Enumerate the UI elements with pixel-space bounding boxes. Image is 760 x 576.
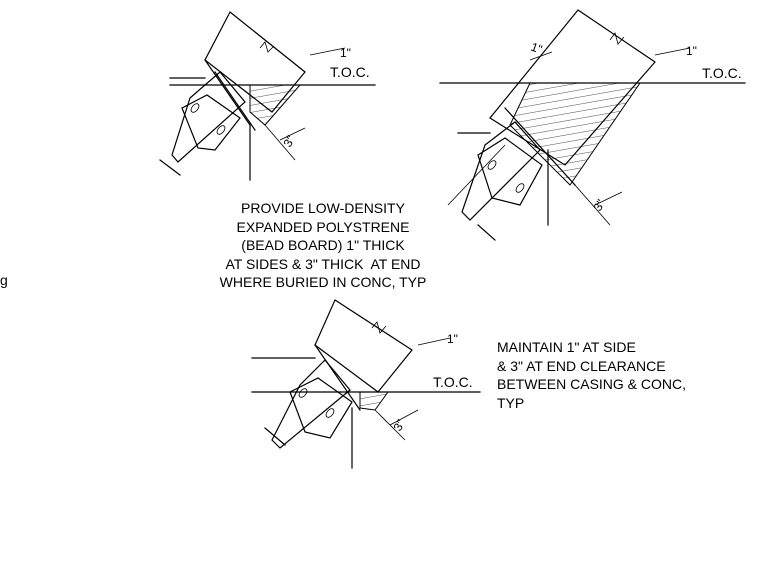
post-plate — [477, 137, 543, 206]
dim-line — [594, 191, 623, 206]
foam-hatch — [509, 82, 641, 186]
detail-2: T.O.C. 1" 1" 3" — [439, 9, 746, 241]
ground-curve — [264, 427, 286, 446]
bolt-icon — [298, 388, 308, 398]
dim-line — [279, 127, 306, 141]
detail-3: T.O.C. 1" 3" — [251, 299, 481, 469]
casing-side — [204, 59, 251, 126]
ground-curve — [477, 224, 496, 241]
bolt-icon — [325, 408, 335, 418]
dim-line — [529, 51, 553, 61]
side-dim-label: 1" — [340, 46, 351, 60]
note-leader — [447, 144, 506, 206]
dim-line — [574, 184, 611, 226]
toc-label: T.O.C. — [330, 64, 370, 80]
side-dim-label: 1" — [447, 332, 458, 346]
stray-character: g — [0, 272, 8, 288]
foam-hatch — [249, 84, 302, 126]
note-line: AT SIDES & 3" THICK AT END — [225, 255, 421, 272]
post — [461, 121, 541, 221]
break-mark — [259, 41, 275, 53]
note-line: BETWEEN CASING & CONC, — [497, 376, 687, 392]
side-dim-label: 1" — [686, 44, 697, 58]
detail-1: T.O.C. 1" 3" — [159, 11, 376, 181]
note-line: TYP — [497, 394, 525, 411]
dim-line — [389, 409, 419, 426]
end-dim-label: 3" — [390, 417, 408, 433]
break-mark — [371, 321, 387, 334]
note-line: WHERE BURIED IN CONC, TYP — [219, 274, 427, 290]
bolt-icon — [190, 103, 200, 113]
casing-inner — [214, 71, 256, 131]
post-plate — [181, 94, 241, 151]
note-line: MAINTAIN 1" AT SIDE — [497, 339, 636, 355]
bolt-icon — [216, 125, 226, 135]
note-line: & 3" AT END CLEARANCE — [497, 357, 666, 374]
post — [271, 359, 351, 449]
toc-label: T.O.C. — [433, 374, 473, 390]
dim-line — [654, 47, 691, 56]
post — [171, 71, 246, 163]
end-dim-label: 3" — [590, 197, 608, 213]
break-mark — [609, 32, 625, 45]
dim-line — [264, 124, 296, 161]
note-line: PROVIDE LOW-DENSITY — [241, 200, 405, 216]
casing-side — [314, 344, 361, 411]
bolt-icon — [487, 160, 497, 170]
casing-body — [314, 299, 413, 393]
post-plate — [289, 377, 353, 439]
foam-hatch — [359, 391, 389, 411]
dim-line — [417, 337, 451, 346]
clearance-note: MAINTAIN 1" AT SIDE & 3" AT END CLEARANCE… — [497, 338, 686, 412]
end-dim-label: 3" — [280, 133, 298, 149]
casing-side — [504, 107, 576, 186]
bolt-icon — [515, 183, 525, 193]
dim-line — [309, 47, 346, 56]
note-line: (BEAD BOARD) 1" THICK — [241, 237, 405, 253]
toc-label: T.O.C. — [702, 65, 742, 81]
ground-curve — [159, 159, 181, 176]
note-line: EXPANDED POLYSTRENE — [236, 218, 410, 235]
side-dim-label: 1" — [529, 40, 544, 57]
foam-note: PROVIDE LOW-DENSITY EXPANDED POLYSTRENE (B… — [198, 199, 448, 292]
